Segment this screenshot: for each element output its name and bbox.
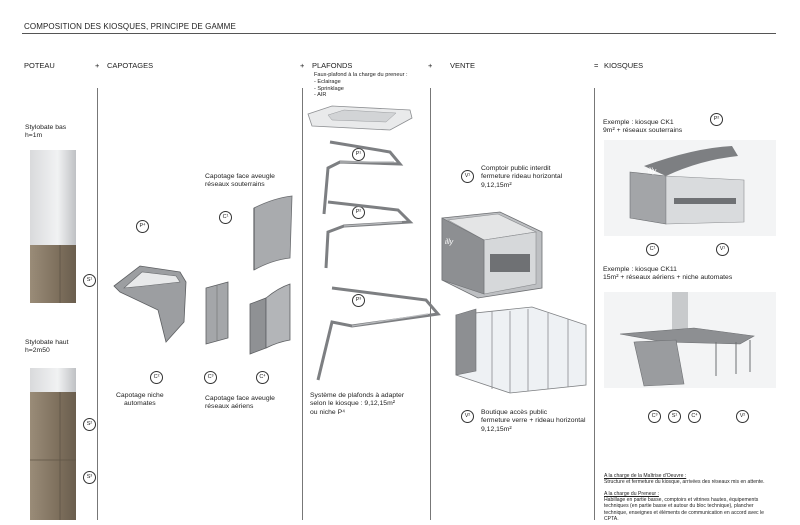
badge-p1: P¹ [352,148,365,161]
boutique-illustration [455,306,587,394]
maitrise-oeuvre-text: Structure et fermeture du kiosque, arriv… [604,479,765,485]
capotage-aerien-illustration-2 [249,283,291,355]
preneur-title: A la charge du Preneur : [604,491,659,497]
brand-logo-text: illy [445,239,454,246]
badge-c1-ck1: C¹ [646,243,659,256]
badge-s1: S¹ [83,274,96,287]
stylobate-bas-label: Stylobate bas h=1m [25,124,67,140]
column-header-vente: VENTE [450,61,476,70]
column-header-poteau: POTEAU [24,61,55,70]
badge-p2: P² [352,206,365,219]
badge-c4: C⁴ [256,371,269,384]
badge-s3: S³ [83,471,96,484]
kiosque-ck1-label: Exemple : kiosque CK1 9m² + réseaux sout… [603,119,683,135]
badge-s1-ck11: S¹ [668,410,681,423]
column-header-plafonds: PLAFONDS [312,61,353,70]
badge-s2: S² [83,418,96,431]
stylobate-haut-label: Stylobate haut h=2m50 [25,339,69,355]
brand-logo-text: illy [648,168,657,175]
plus-operator: + [300,61,305,70]
capotage-souterrains-illustration [253,195,293,271]
boutique-label: Boutique accès public fermeture verre + … [481,409,586,433]
comptoir-label: Comptoir public interdit fermeture ridea… [481,165,563,189]
title-divider [22,33,776,34]
column-divider [302,88,303,520]
capotage-niche-illustration [113,265,187,343]
plafond-illustration-1 [322,140,404,215]
plus-operator: + [428,61,433,70]
badge-v1-ck1: V¹ [716,243,729,256]
preneur-text: Habillage en partie basse, comptoirs et … [604,497,764,523]
faux-plafond-illustration [307,105,413,131]
badge-c1: C¹ [219,211,232,224]
badge-p2-ck1: P² [710,113,723,126]
maitrise-oeuvre-title: A la charge de la Maîtrise d'Oeuvre : [604,473,687,479]
capotage-niche-label: Capotage niche automates [116,392,164,408]
badge-c2: C² [150,371,163,384]
capotage-aeriens-label: Capotage face aveugle réseaux aériens [205,395,275,411]
plafond-illustration-2 [324,200,414,269]
capotage-aerien-illustration-1 [205,281,229,345]
capotage-souterrains-label: Capotage face aveugle réseaux souterrain… [205,173,275,189]
faux-plafond-label: Faux-plafond à la charge du preneur : - … [314,72,408,99]
badge-c4-ck11: C⁴ [688,410,701,423]
page-title: COMPOSITION DES KIOSQUES, PRINCIPE DE GA… [24,22,236,31]
column-divider [594,88,595,520]
column-header-capotages: CAPOTAGES [107,61,154,70]
kiosque-ck11-label: Exemple : kiosque CK11 15m² + réseaux aé… [603,266,733,282]
badge-c3: C³ [204,371,217,384]
badge-p4: P⁴ [136,220,149,233]
stylobate-haut-illustration [30,368,76,520]
comptoir-illustration [441,211,543,299]
column-divider [97,88,98,520]
plafonds-systeme-label: Système de plafonds à adapter selon le k… [310,392,405,416]
equals-operator: = [594,61,599,70]
badge-p3: P³ [352,294,365,307]
plus-operator: + [95,61,100,70]
stylobate-bas-illustration [30,150,76,303]
kiosque-ck1-illustration [604,140,776,236]
plafond-illustration-3 [316,286,441,381]
column-header-kiosques: KIOSQUES [604,61,644,70]
badge-c3-ck11: C³ [648,410,661,423]
badge-v1: V¹ [461,170,474,183]
kiosque-ck11-illustration [604,292,776,388]
badge-v2: V² [461,410,474,423]
badge-v2-ck11: V² [736,410,749,423]
